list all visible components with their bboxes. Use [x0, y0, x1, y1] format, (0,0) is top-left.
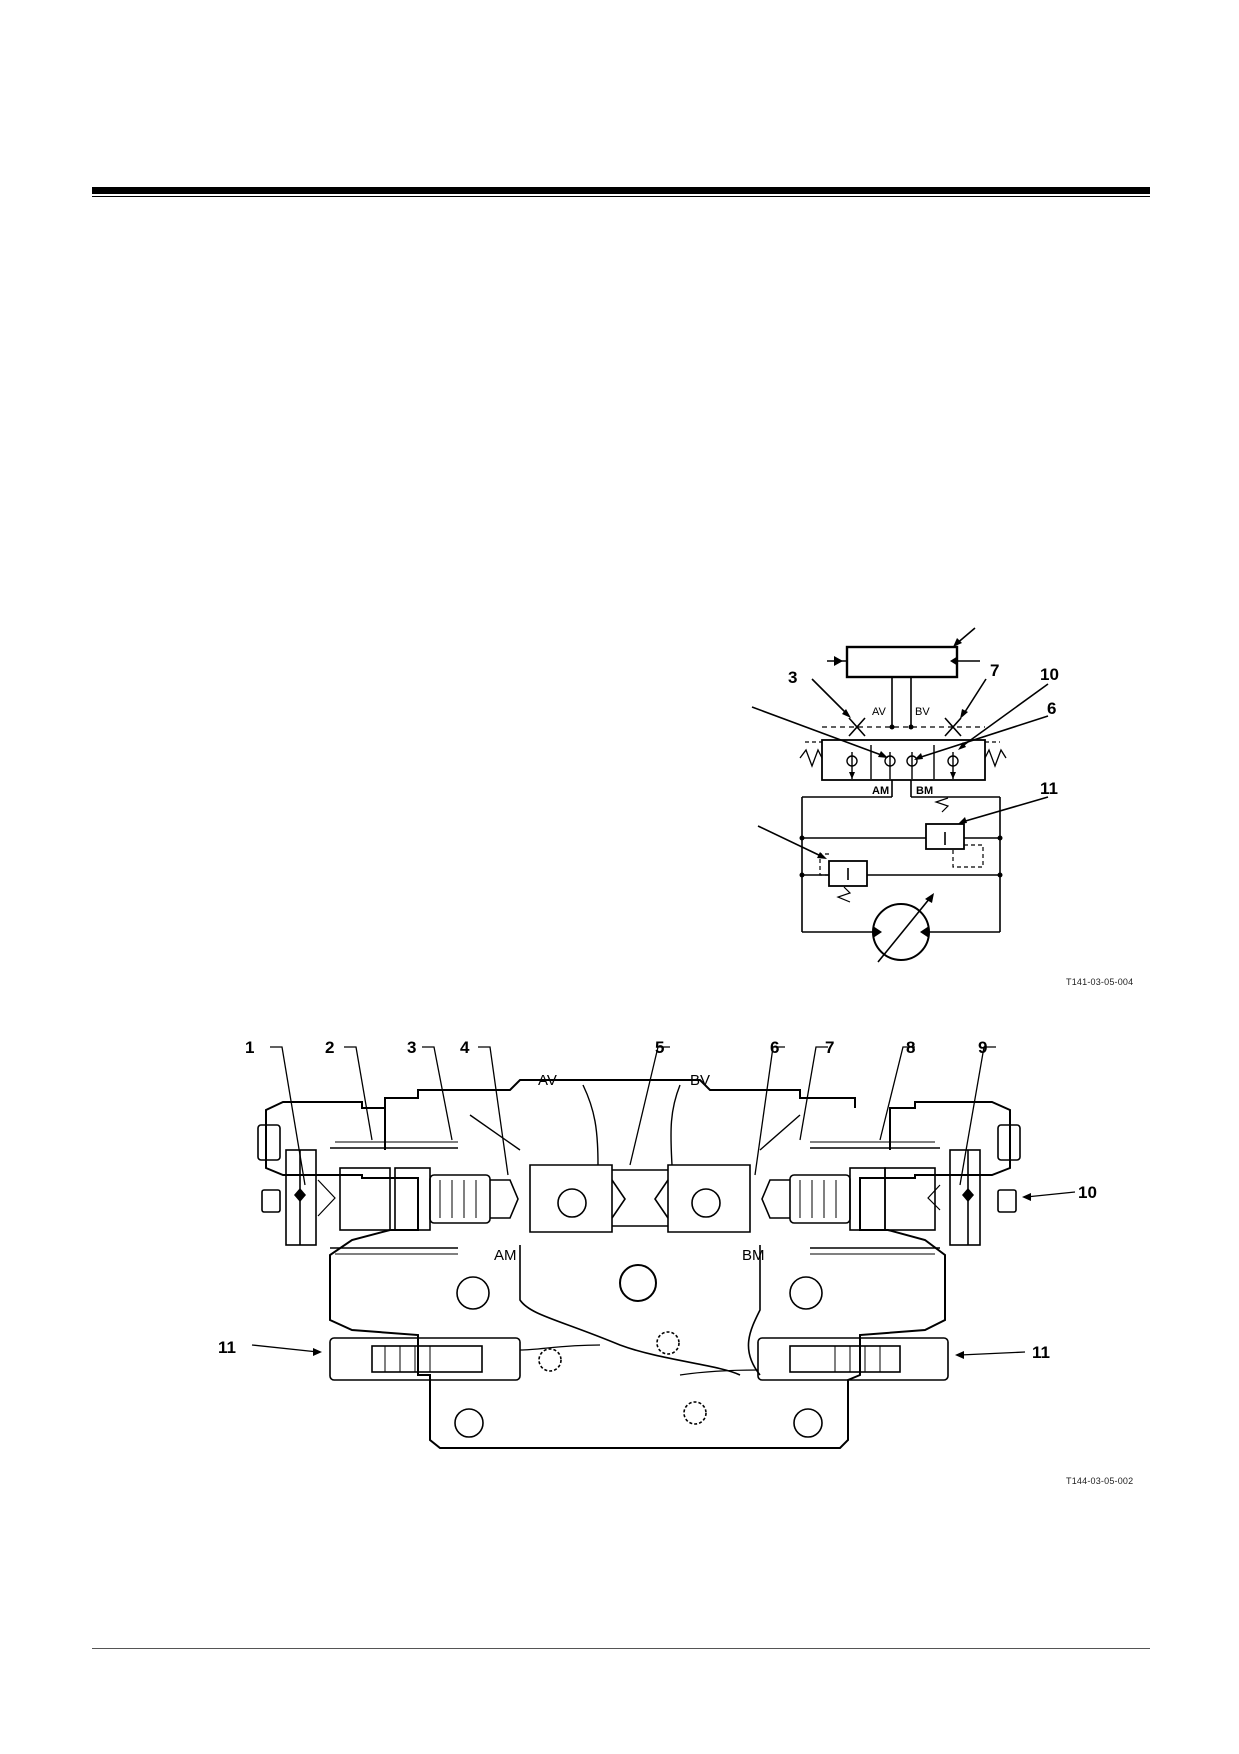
port-av: AV — [538, 1072, 557, 1089]
orifice-right — [944, 717, 962, 737]
callout-3: 3 — [407, 1038, 416, 1057]
schematic-label-3: 3 — [788, 668, 797, 687]
schematic-label-7: 7 — [990, 661, 999, 680]
schematic-port-av: AV — [872, 706, 887, 718]
end-cap-right — [997, 1124, 1021, 1161]
schematic-port-am: AM — [872, 785, 889, 797]
bolt-hole-1 — [456, 1276, 490, 1310]
spool-left-land — [529, 1164, 613, 1233]
chamber-right — [949, 1149, 981, 1246]
spool-right-land — [667, 1164, 751, 1233]
end-cap-left — [257, 1124, 281, 1161]
spring-left — [429, 1174, 491, 1224]
bolt-hole-3 — [454, 1408, 484, 1438]
spool-hole-left — [557, 1188, 587, 1218]
port-bv: BV — [690, 1072, 710, 1089]
schematic-label-6: 6 — [1047, 699, 1056, 718]
schematic-reference: T141-03-05-004 — [1066, 977, 1134, 987]
relief-cartridge-right — [757, 1337, 949, 1381]
center-port — [619, 1264, 657, 1302]
schematic-port-bv: BV — [915, 706, 930, 718]
callout-7: 7 — [825, 1038, 834, 1057]
counterbalance-valve — [821, 739, 986, 781]
header-rule-thin — [92, 196, 1150, 197]
spool-hole-right — [691, 1188, 721, 1218]
relief-valve-right — [925, 823, 965, 850]
callout-8: 8 — [906, 1038, 915, 1057]
relief-valve-left — [828, 860, 868, 887]
callout-5: 5 — [655, 1038, 664, 1057]
schematic-label-11: 11 — [1040, 779, 1058, 798]
callout-2: 2 — [325, 1038, 334, 1057]
schematic-port-bm: BM — [916, 785, 933, 797]
callout-11-right: 11 — [1032, 1343, 1050, 1362]
orifice-left — [848, 717, 866, 737]
valve-body-outline — [265, 1101, 1011, 1449]
callout-4: 4 — [460, 1038, 470, 1057]
schematic-label-10: 10 — [1040, 665, 1059, 684]
callout-9: 9 — [978, 1038, 987, 1057]
section-reference: T144-03-05-002 — [1066, 1476, 1134, 1486]
callout-6: 6 — [770, 1038, 779, 1057]
bolt-hole-2 — [789, 1276, 823, 1310]
spring-right — [789, 1174, 851, 1224]
header-rule — [92, 187, 1150, 194]
port-am: AM — [494, 1247, 517, 1264]
footer-rule — [92, 1648, 1150, 1649]
port-bm: BM — [742, 1247, 765, 1264]
relief-cartridge-left — [329, 1337, 521, 1381]
bolt-hole-4 — [793, 1408, 823, 1438]
callout-1: 1 — [245, 1038, 254, 1057]
chamber-left — [285, 1149, 317, 1246]
callout-10: 10 — [1078, 1183, 1097, 1202]
callout-11-left: 11 — [218, 1338, 236, 1357]
